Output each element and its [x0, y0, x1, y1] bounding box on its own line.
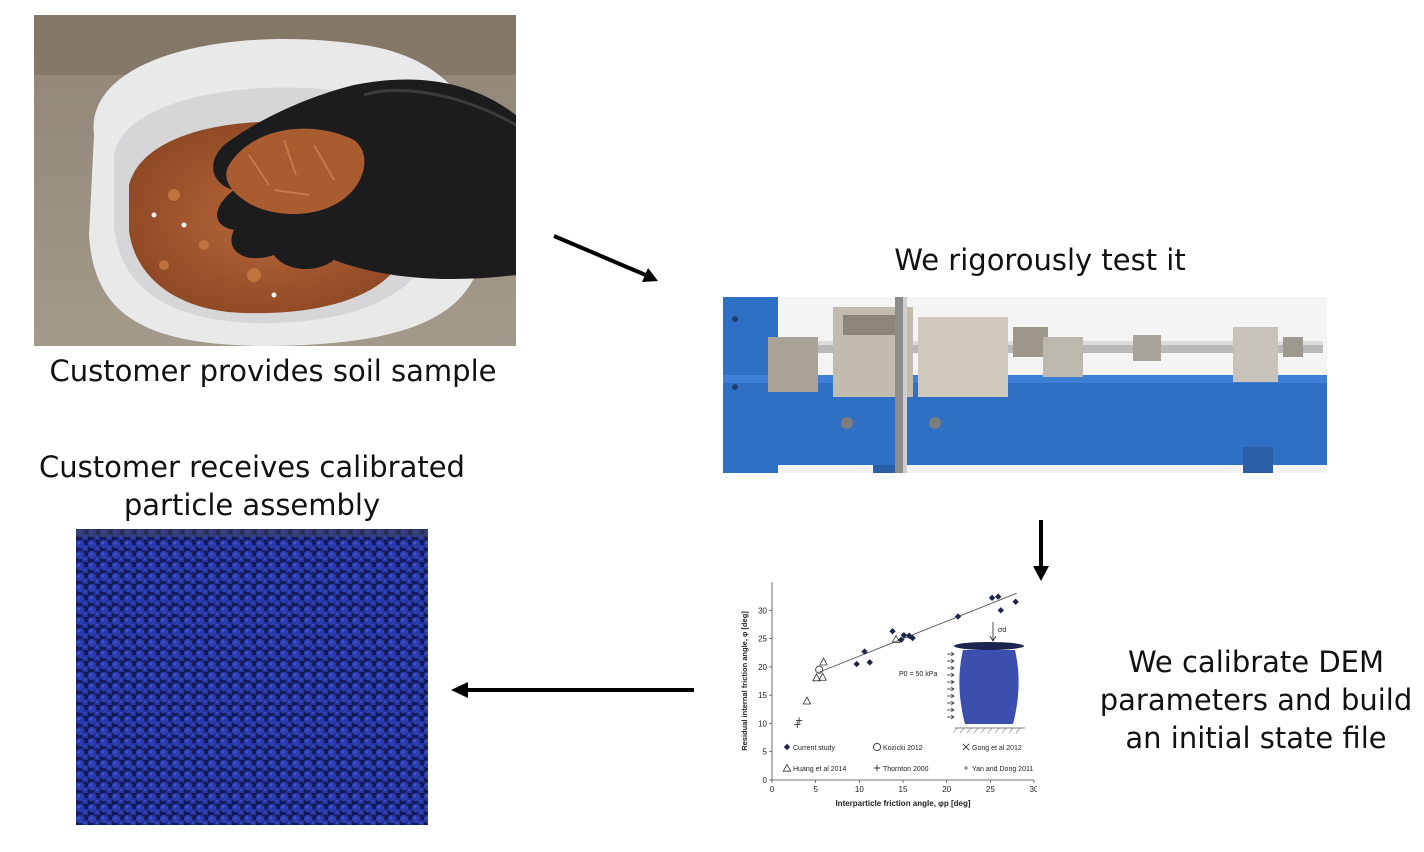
data-point	[994, 593, 1002, 600]
shear-test-machine-photo	[723, 297, 1327, 473]
inset-hatch	[1001, 727, 1007, 734]
inset-hatch	[980, 727, 986, 734]
inset-hatch	[952, 727, 958, 734]
caption-customer-receives-assembly: Customer receives calibrated particle as…	[39, 450, 465, 522]
y-tick-label: 5	[763, 748, 768, 757]
legend-marker	[962, 743, 970, 751]
inset-pressure-arrow	[947, 686, 955, 692]
data-point	[889, 628, 896, 635]
data-point	[1012, 598, 1019, 605]
x-tick-label: 30	[1030, 785, 1037, 794]
inset-hatch	[1015, 727, 1021, 734]
x-tick-label: 25	[986, 785, 995, 794]
inset-stress-label: σd	[998, 627, 1006, 634]
inset-pressure-arrow	[947, 714, 955, 720]
legend-label: Gong et al 2012	[972, 745, 1022, 752]
data-point	[866, 659, 874, 666]
inset-pressure-label: P0 = 50 kPa	[899, 671, 937, 678]
legend-marker	[872, 742, 882, 752]
inset-load-arrow	[989, 622, 997, 642]
x-tick-label: 10	[855, 785, 864, 794]
legend-label: Yan and Dong 2011	[972, 766, 1033, 773]
inset-pressure-arrow	[947, 658, 955, 664]
caption-customer-provides-sample: Customer provides soil sample	[49, 354, 497, 388]
legend-label: Kozicki 2012	[883, 745, 923, 752]
trendline	[818, 592, 1017, 673]
y-tick-label: 10	[758, 719, 767, 728]
y-tick-label: 30	[758, 606, 767, 615]
arrow-to-customer	[451, 682, 694, 698]
data-point	[988, 594, 996, 602]
legend-label: Thornton 2000	[883, 766, 929, 773]
caption-calibrate-dem: We calibrate DEM parameters and build an…	[1099, 645, 1413, 755]
data-point	[815, 665, 824, 674]
inset-hatch	[994, 727, 1000, 734]
data-point	[997, 607, 1005, 614]
inset-pressure-arrow	[947, 700, 955, 706]
inset-pressure-arrow	[947, 651, 955, 657]
inset-pressure-arrow	[947, 665, 955, 671]
y-tick-label: 20	[758, 663, 767, 672]
legend-marker	[783, 743, 791, 751]
inset-hatch	[959, 727, 965, 734]
inset-pressure-arrow	[947, 707, 955, 713]
inset-hatch	[973, 727, 979, 734]
data-point	[802, 696, 812, 705]
legend-marker	[873, 764, 881, 772]
inset-hatch	[966, 727, 972, 734]
soil-sample-photo	[34, 15, 516, 346]
inset-specimen	[959, 650, 1019, 724]
legend-marker	[782, 763, 792, 772]
data-point	[818, 672, 828, 681]
inset-pressure-arrow	[947, 672, 955, 678]
x-tick-label: 0	[770, 785, 775, 794]
x-tick-label: 15	[899, 785, 908, 794]
data-point	[954, 613, 962, 620]
y-axis-label: Residual internal friction angle, φ [deg…	[740, 611, 749, 751]
caption-rigorous-test: We rigorously test it	[894, 243, 1186, 277]
legend-label: Current study	[793, 745, 836, 752]
data-point	[819, 657, 828, 666]
data-point	[861, 648, 868, 655]
y-tick-label: 25	[758, 635, 767, 644]
y-tick-label: 0	[763, 776, 768, 785]
inset-pressure-arrow	[947, 679, 955, 685]
x-tick-label: 5	[813, 785, 818, 794]
arrow-to-testing	[553, 234, 658, 282]
data-point	[794, 721, 801, 728]
inset-hatch	[1008, 727, 1014, 734]
inset-hatch	[987, 727, 993, 734]
y-tick-label: 15	[758, 691, 767, 700]
arrow-to-calibration	[1033, 520, 1049, 581]
x-axis-label: Interparticle friction angle, φp [deg]	[835, 799, 970, 808]
data-point	[812, 673, 821, 682]
data-point	[795, 717, 803, 724]
particle-assembly-image	[76, 529, 428, 825]
data-point	[891, 634, 901, 643]
x-tick-label: 20	[942, 785, 951, 794]
legend-marker	[964, 766, 968, 770]
inset-pressure-arrow	[947, 693, 955, 699]
data-point	[853, 660, 860, 668]
legend-label: Huang et al 2014	[793, 766, 846, 773]
inset-top-plate	[954, 642, 1024, 650]
